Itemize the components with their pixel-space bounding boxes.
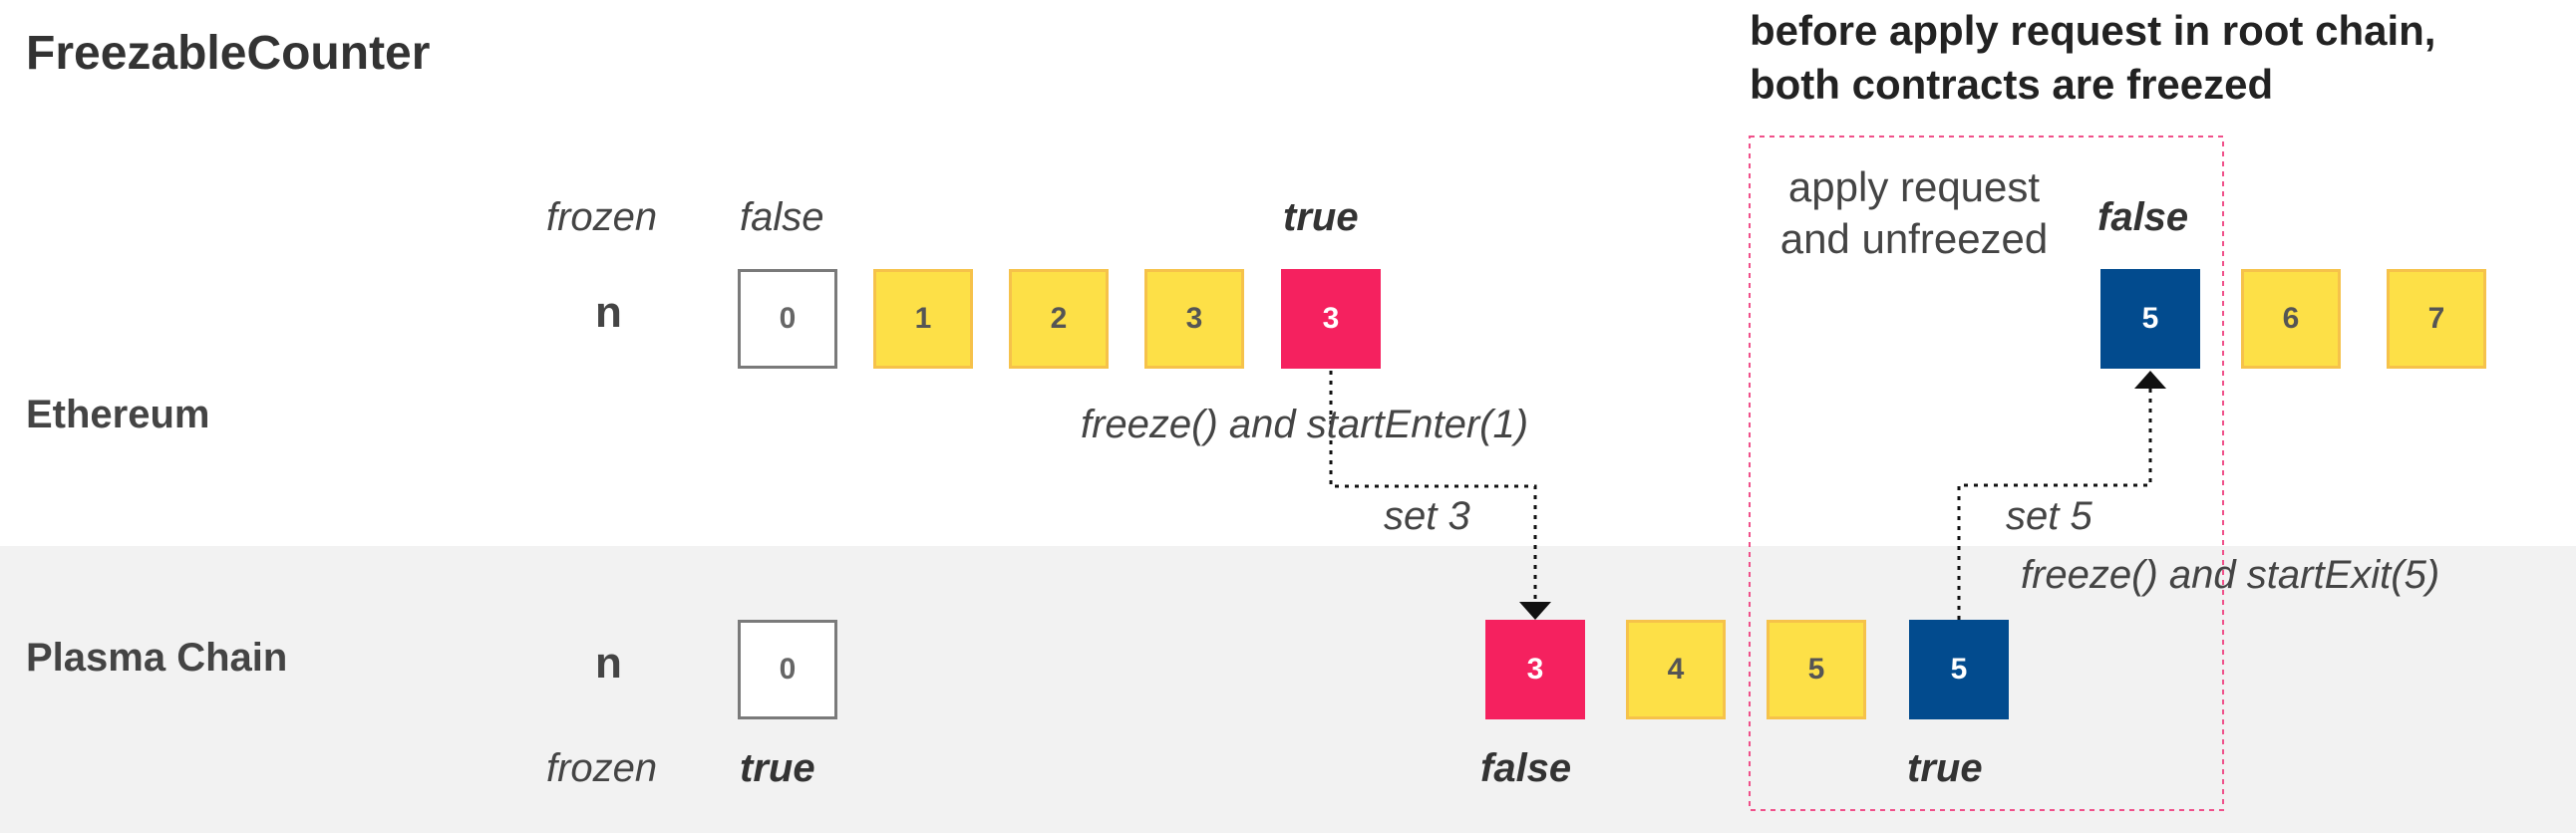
plasma-cell: 4	[1626, 620, 1726, 719]
plasma-chain-band	[0, 546, 2576, 833]
freeze-region-outline	[1749, 136, 2224, 811]
ethereum-frozen-state-2: true	[1283, 195, 1359, 239]
ethereum-cell-applied: 5	[2100, 269, 2200, 369]
plasma-frozen-state-1: true	[740, 746, 815, 790]
ethereum-frozen-state-1: false	[740, 195, 824, 239]
ethereum-n-label: n	[595, 288, 622, 337]
ethereum-cell: 0	[738, 269, 837, 369]
ethereum-label: Ethereum	[26, 393, 210, 436]
plasma-frozen-label: frozen	[546, 746, 658, 790]
apply-request-label: apply request and unfreezed	[1779, 163, 2049, 262]
plasma-chain-label: Plasma Chain	[26, 636, 288, 680]
exit-arrowhead	[2134, 371, 2166, 389]
ethereum-cell: 7	[2387, 269, 2486, 369]
plasma-cell-set: 3	[1485, 620, 1585, 719]
freeze-note: before apply request in root chain, both…	[1750, 7, 2436, 108]
ethereum-cell: 3	[1144, 269, 1244, 369]
plasma-frozen-state-2: false	[1480, 746, 1572, 790]
ethereum-frozen-label: frozen	[546, 195, 658, 239]
enter-arrow-line	[1329, 371, 1537, 604]
diagram-title: FreezableCounter	[26, 27, 431, 80]
plasma-n-label: n	[595, 639, 622, 688]
ethereum-cell: 6	[2241, 269, 2341, 369]
ethereum-cell: 1	[873, 269, 973, 369]
plasma-cell: 5	[1767, 620, 1866, 719]
enter-set-label: set 3	[1384, 494, 1470, 538]
ethereum-cell: 2	[1009, 269, 1109, 369]
ethereum-cell-frozen: 3	[1281, 269, 1381, 369]
exit-call-label: freeze() and startExit(5)	[2021, 553, 2440, 597]
enter-arrowhead	[1519, 602, 1551, 620]
enter-call-label: freeze() and startEnter(1)	[1081, 403, 1529, 446]
plasma-cell: 0	[738, 620, 837, 719]
plasma-frozen-state-3: true	[1907, 746, 1983, 790]
plasma-cell-exit: 5	[1909, 620, 2009, 719]
exit-arrow-line	[1957, 387, 2152, 620]
ethereum-frozen-state-3: false	[2097, 195, 2189, 239]
exit-set-label: set 5	[2006, 494, 2093, 538]
